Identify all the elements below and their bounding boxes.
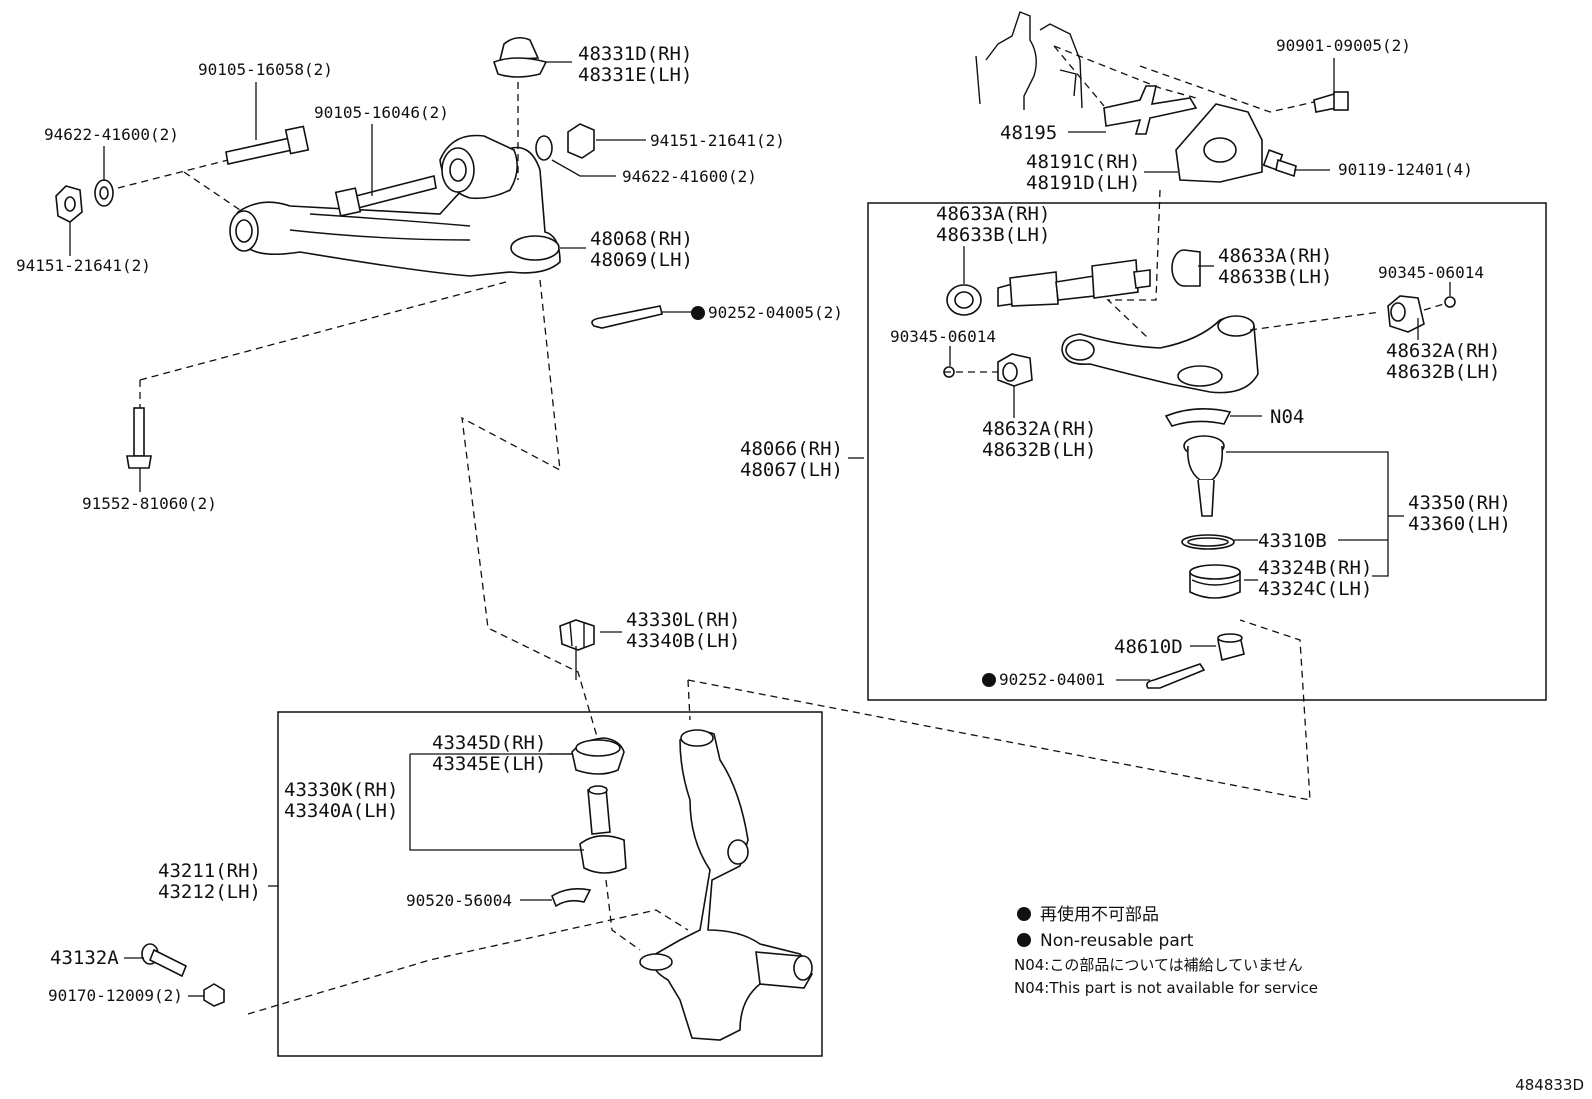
upper-arm-kit-box [867, 202, 1547, 701]
label-48633B-b: 48633B(LH) [1218, 266, 1332, 288]
label-N04: N04 [1270, 406, 1304, 428]
label-48632B-right: 48632B(LH) [1386, 361, 1500, 383]
snap-ring-90520-56004 [551, 888, 592, 908]
label-48633A-a: 48633A(RH) [936, 203, 1050, 225]
label-43324B: 43324B(RH) [1258, 557, 1372, 579]
legend-en-nonreusable: Non-reusable part [1040, 931, 1194, 951]
cotter-pin-90252-04001 [1146, 663, 1206, 689]
bushing-48632-right [1387, 295, 1425, 333]
frame-bracket-area [975, 11, 1083, 110]
label-48633A-b: 48633A(RH) [1218, 245, 1332, 267]
ball-joint-lower [579, 785, 627, 874]
legend: 再使用不可部品 Non-reusable part N04:この部品については補… [1014, 904, 1318, 997]
nut-94151-21641-right [567, 123, 595, 159]
label-43324C: 43324C(LH) [1258, 578, 1372, 600]
label-90345-06014-right: 90345-06014 [1378, 263, 1484, 282]
label-48632A-right: 48632A(RH) [1386, 340, 1500, 362]
washer-94622-41600-left [94, 179, 114, 207]
steering-knuckle [639, 729, 813, 1041]
dust-boot-43345 [571, 737, 625, 775]
legend-jp-n04: N04:この部品については補給していません [1014, 956, 1303, 974]
label-94151-21641-right: 94151-21641(2) [650, 131, 785, 150]
bump-stopper [492, 36, 548, 78]
leader-lines [69, 58, 1451, 997]
ball-joint-upper [1183, 435, 1225, 517]
label-48195: 48195 [1000, 122, 1057, 144]
cotter-pin-90252-04005 [591, 305, 663, 329]
label-48610D: 48610D [1114, 636, 1183, 658]
label-90252-04005: 90252-04005(2) [708, 303, 843, 322]
castle-nut-48610D [1217, 633, 1245, 661]
label-94151-21641-left: 94151-21641(2) [16, 256, 151, 275]
label-90105-16046: 90105-16046(2) [314, 103, 449, 122]
label-43345D: 43345D(RH) [432, 732, 546, 754]
label-94622-41600-right: 94622-41600(2) [622, 167, 757, 186]
nut-90345-06014-right [1444, 296, 1456, 308]
bolt-91552-81060 [126, 407, 152, 469]
label-48191D: 48191D(LH) [1026, 172, 1140, 194]
bolt-90105-16046 [334, 175, 437, 217]
label-48067: 48067(LH) [740, 459, 843, 481]
label-90520-56004: 90520-56004 [406, 891, 512, 910]
upper-control-arm [1061, 315, 1259, 394]
clip-N04 [1164, 408, 1232, 427]
label-43330K: 43330K(RH) [284, 779, 398, 801]
part-labels: 48331D(RH) 48331E(LH) 90105-16058(2) 901… [16, 36, 1511, 1005]
label-48068: 48068(RH) [590, 228, 693, 250]
bracket-48195 [1103, 85, 1198, 135]
bolt-43132A [141, 943, 188, 978]
label-90105-16058: 90105-16058(2) [198, 60, 333, 79]
label-48069: 48069(LH) [590, 249, 693, 271]
label-90170-12009: 90170-12009(2) [48, 986, 183, 1005]
camber-bolt-assembly [997, 259, 1151, 307]
label-43330L: 43330L(RH) [626, 609, 740, 631]
label-48331D: 48331D(RH) [578, 43, 692, 65]
label-43340B: 43340B(LH) [626, 630, 740, 652]
bracket-48191 [1175, 103, 1263, 183]
bushing-48633-left [946, 284, 982, 316]
label-48191C: 48191C(RH) [1026, 151, 1140, 173]
label-43310B: 43310B [1258, 530, 1327, 552]
label-90252-04001: 90252-04001 [999, 670, 1105, 689]
legend-marker-en [1017, 933, 1031, 947]
dust-boot-ring-43310B [1181, 534, 1235, 550]
label-43345E: 43345E(LH) [432, 753, 546, 775]
bolt-90105-16058 [225, 125, 310, 165]
label-43212: 43212(LH) [158, 881, 261, 903]
legend-marker-jp [1017, 907, 1031, 921]
label-48632B-left: 48632B(LH) [982, 439, 1096, 461]
knuckle-kit-box [277, 711, 823, 1057]
nonreusable-marker-90252-04001 [982, 673, 996, 687]
bushing-48633-right [1171, 249, 1201, 287]
label-48331E: 48331E(LH) [578, 64, 692, 86]
nut-94151-21641-left [55, 185, 83, 223]
bolt-90119-12401 [1262, 149, 1297, 178]
diagram-id: 484833D [1515, 1076, 1584, 1094]
legend-en-n04: N04:This part is not available for servi… [1014, 979, 1318, 997]
label-48633B-a: 48633B(LH) [936, 224, 1050, 246]
label-90345-06014-left: 90345-06014 [890, 327, 996, 346]
label-43211: 43211(RH) [158, 860, 261, 882]
label-43132A: 43132A [50, 947, 119, 969]
label-91552-81060: 91552-81060(2) [82, 494, 217, 513]
legend-jp-nonreusable: 再使用不可部品 [1040, 904, 1159, 925]
dust-boot-43324 [1189, 564, 1241, 599]
nut-90170-12009 [203, 983, 225, 1007]
label-48632A-left: 48632A(RH) [982, 418, 1096, 440]
washer-94622-41600-right [535, 135, 553, 161]
label-90119-12401: 90119-12401(4) [1338, 160, 1473, 179]
label-48066: 48066(RH) [740, 438, 843, 460]
lower-control-arm [229, 134, 561, 277]
nonreusable-marker-90252-04005 [691, 306, 705, 320]
castle-nut-43330L [559, 619, 595, 651]
bolt-90901-09005 [1313, 91, 1349, 113]
dashed-connectors [117, 45, 1445, 1015]
label-90901-09005: 90901-09005(2) [1276, 36, 1411, 55]
label-43340A: 43340A(LH) [284, 800, 398, 822]
label-43350: 43350(RH) [1408, 492, 1511, 514]
label-94622-41600-left: 94622-41600(2) [44, 125, 179, 144]
bushing-48632-left [997, 353, 1033, 387]
label-43360: 43360(LH) [1408, 513, 1511, 535]
